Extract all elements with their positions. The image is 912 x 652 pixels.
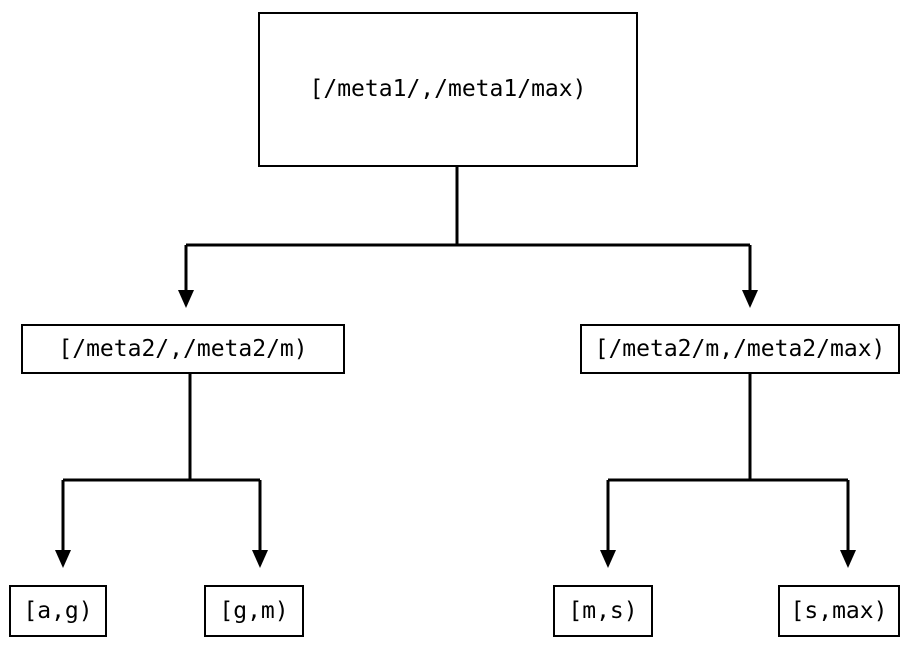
node-mid-right-label: [/meta2/m,/meta2/max) xyxy=(594,335,886,362)
node-leaf-4-label: [s,max) xyxy=(790,597,888,624)
node-leaf-3-label: [m,s) xyxy=(568,597,638,624)
node-leaf-2-label: [g,m) xyxy=(219,597,289,624)
node-leaf-1: [a,g) xyxy=(9,585,107,637)
arrowhead-mid-right xyxy=(742,290,758,308)
node-leaf-3: [m,s) xyxy=(553,585,653,637)
node-leaf-1-label: [a,g) xyxy=(23,597,93,624)
node-root: [/meta1/,/meta1/max) xyxy=(258,12,638,167)
arrowhead-leaf-1 xyxy=(55,550,71,568)
arrowhead-leaf-2 xyxy=(252,550,268,568)
node-mid-left-label: [/meta2/,/meta2/m) xyxy=(58,335,308,362)
arrowhead-mid-left xyxy=(178,290,194,308)
node-mid-left: [/meta2/,/meta2/m) xyxy=(21,324,345,374)
node-root-label: [/meta1/,/meta1/max) xyxy=(309,76,587,102)
node-mid-right: [/meta2/m,/meta2/max) xyxy=(580,324,900,374)
arrowhead-leaf-3 xyxy=(600,550,616,568)
node-leaf-2: [g,m) xyxy=(204,585,304,637)
node-leaf-4: [s,max) xyxy=(778,585,900,637)
arrowhead-leaf-4 xyxy=(840,550,856,568)
